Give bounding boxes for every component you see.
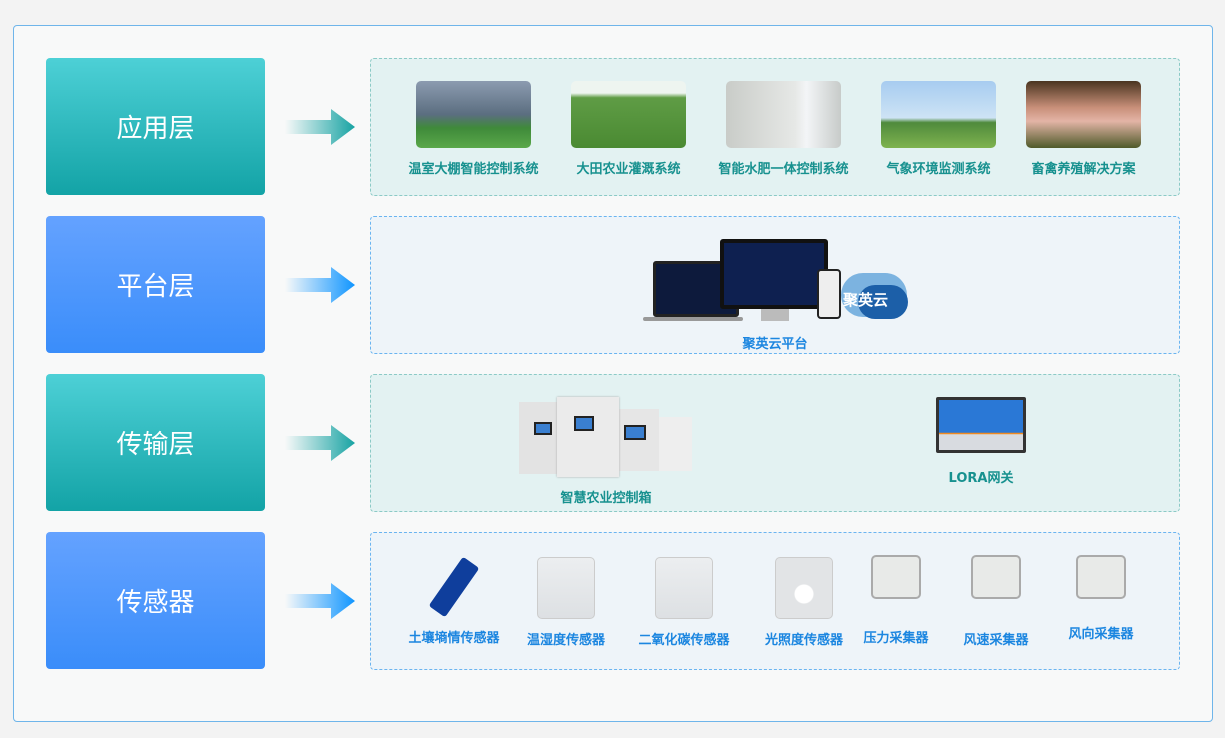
soil-sensor-image xyxy=(428,556,480,618)
platform-label: 聚英云平台 xyxy=(742,337,808,352)
item-label: LORA网关 xyxy=(948,471,1014,486)
layer-platform: 平台层 xyxy=(46,216,265,353)
cloud-logo: 聚英云 xyxy=(843,291,889,309)
item-label: 风速采集器 xyxy=(963,633,1029,648)
item-label: 温湿度传感器 xyxy=(526,633,605,648)
item-label: 风向采集器 xyxy=(1068,627,1134,642)
sensor-wind-direction[interactable]: 风向采集器 xyxy=(1061,555,1141,642)
control-box-image xyxy=(518,397,694,477)
item-label: 气象环境监测系统 xyxy=(886,162,991,177)
wind-speed-collector-image xyxy=(971,555,1021,599)
sensor-illuminance[interactable]: 光照度传感器 xyxy=(749,557,859,648)
sensor-co2[interactable]: 二氧化碳传感器 xyxy=(629,557,739,648)
livestock-photo xyxy=(1026,81,1141,148)
app-greenhouse[interactable]: 温室大棚智能控制系统 xyxy=(401,81,546,177)
co2-sensor-image xyxy=(655,557,713,619)
app-weather[interactable]: 气象环境监测系统 xyxy=(866,81,1011,177)
item-label: 智能水肥一体控制系统 xyxy=(718,162,849,177)
item-label: 温室大棚智能控制系统 xyxy=(408,162,539,177)
arrow-right-icon xyxy=(285,425,355,461)
layer-label: 平台层 xyxy=(116,272,195,302)
layer-sensor: 传感器 xyxy=(46,532,265,669)
item-label: 大田农业灌溉系统 xyxy=(576,162,681,177)
wind-direction-collector-image xyxy=(1076,555,1126,599)
sensor-soil[interactable]: 土壤墒情传感器 xyxy=(399,556,509,646)
greenhouse-photo xyxy=(416,81,531,148)
platform-devices-image: 聚英云 xyxy=(643,239,913,323)
lora-gateway-item[interactable]: LORA网关 xyxy=(911,397,1051,486)
item-label: 二氧化碳传感器 xyxy=(638,633,730,648)
arrow-right-icon xyxy=(285,267,355,303)
transport-panel: 智慧农业控制箱 LORA网关 xyxy=(370,374,1180,512)
platform-panel: 聚英云 聚英云平台 xyxy=(370,216,1180,354)
item-label: 光照度传感器 xyxy=(764,633,843,648)
layer-label: 应用层 xyxy=(116,114,195,144)
item-label: 压力采集器 xyxy=(863,631,929,646)
fertigation-photo xyxy=(726,81,841,148)
app-fertigation[interactable]: 智能水肥一体控制系统 xyxy=(711,81,856,177)
arrow-right-icon xyxy=(285,583,355,619)
layer-application: 应用层 xyxy=(46,58,265,195)
field-photo xyxy=(571,81,686,148)
layer-label: 传感器 xyxy=(116,588,195,618)
item-label: 畜禽养殖解决方案 xyxy=(1031,162,1136,177)
sensor-pressure[interactable]: 压力采集器 xyxy=(856,555,936,646)
control-box-item[interactable]: 智慧农业控制箱 xyxy=(516,397,696,506)
app-livestock[interactable]: 畜禽养殖解决方案 xyxy=(1011,81,1156,177)
layer-transport: 传输层 xyxy=(46,374,265,511)
pressure-collector-image xyxy=(871,555,921,599)
illuminance-sensor-image xyxy=(775,557,833,619)
sensor-wind-speed[interactable]: 风速采集器 xyxy=(956,555,1036,648)
weather-station-photo xyxy=(881,81,996,148)
layer-label: 传输层 xyxy=(116,430,195,460)
item-label: 智慧农业控制箱 xyxy=(560,491,652,506)
temp-humidity-sensor-image xyxy=(537,557,595,619)
sensor-temp-humidity[interactable]: 温湿度传感器 xyxy=(516,557,616,648)
item-label: 土壤墒情传感器 xyxy=(408,631,500,646)
arrow-right-icon xyxy=(285,109,355,145)
application-panel: 温室大棚智能控制系统 大田农业灌溉系统 智能水肥一体控制系统 气象环境监测系统 … xyxy=(370,58,1180,196)
lora-gateway-image xyxy=(936,397,1026,453)
app-field-irrigation[interactable]: 大田农业灌溉系统 xyxy=(556,81,701,177)
sensor-panel: 土壤墒情传感器 温湿度传感器 二氧化碳传感器 光照度传感器 压力采集器 风速采集… xyxy=(370,532,1180,670)
